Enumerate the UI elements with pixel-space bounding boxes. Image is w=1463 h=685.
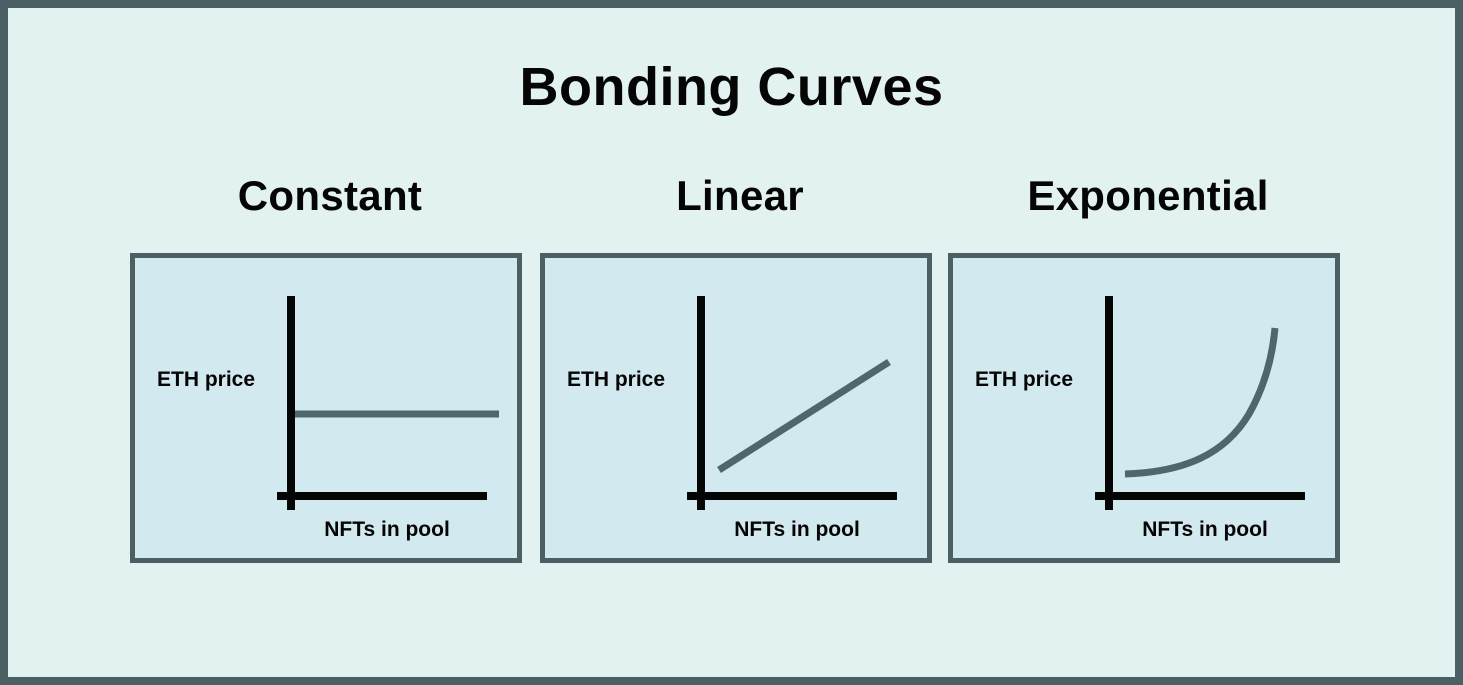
linear-chart-svg: ETH price NFTs in pool [567,296,897,541]
panel-heading-exponential: Exponential [1027,172,1269,219]
panel-heading-constant: Constant [237,172,423,219]
x-axis-label: NFTs in pool [1142,518,1268,541]
page-title: Bonding Curves [519,57,944,117]
y-axis-label: ETH price [567,368,665,391]
panel-heading-linear: Linear [676,172,804,219]
x-axis-label: NFTs in pool [324,518,450,541]
y-axis-label: ETH price [157,368,255,391]
linear-curve [717,359,891,473]
constant-chart-svg: ETH price NFTs in pool [157,296,499,541]
y-axis-label: ETH price [975,368,1073,391]
chart-panel-exponential: ETH price NFTs in pool [948,253,1340,563]
exponential-chart-svg: ETH price NFTs in pool [975,296,1305,541]
x-axis-label: NFTs in pool [734,518,860,541]
chart-panel-linear: ETH price NFTs in pool [540,253,932,563]
exponential-curve [1124,327,1279,478]
chart-panel-constant: ETH price NFTs in pool [130,253,522,563]
